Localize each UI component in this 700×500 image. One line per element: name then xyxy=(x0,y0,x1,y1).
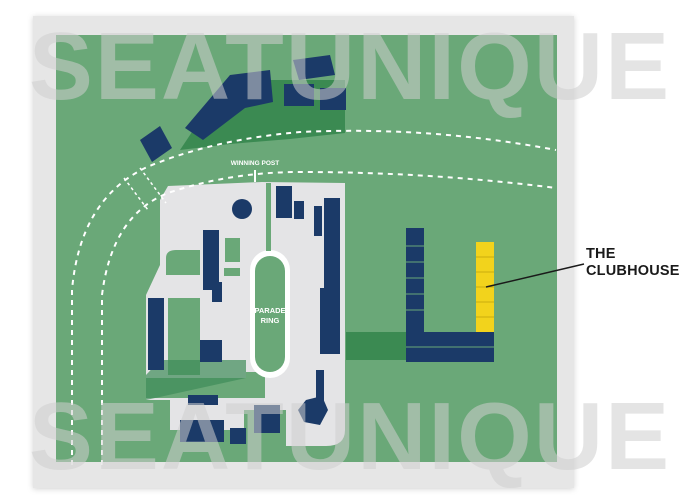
octagon-building xyxy=(298,396,328,425)
dark-lawn-south xyxy=(146,360,246,400)
round-building-north xyxy=(232,199,252,219)
north-building-2 xyxy=(185,70,273,140)
stand-2 xyxy=(294,201,304,219)
east-stand xyxy=(406,228,494,362)
small-block xyxy=(200,340,222,362)
north-building-3 xyxy=(284,84,314,106)
west-building xyxy=(148,298,164,370)
south-building-3 xyxy=(254,405,280,433)
track-inner-rail xyxy=(101,170,557,465)
lawn-connector xyxy=(346,332,408,360)
north-buildings xyxy=(140,55,346,162)
south-building-2 xyxy=(230,428,246,444)
north-building-5 xyxy=(320,88,346,110)
path-1 xyxy=(222,290,248,294)
parade-ring xyxy=(255,256,285,372)
stand-3 xyxy=(314,206,322,236)
grandstand-south xyxy=(320,288,340,354)
track-crossing-1 xyxy=(123,177,149,211)
callout-leader-line xyxy=(485,263,585,288)
north-building-4 xyxy=(293,55,335,80)
callout-line-1: THE xyxy=(586,246,616,262)
callout-line-2: CLUBHOUSE xyxy=(586,263,680,279)
east-stand-divisions xyxy=(406,245,494,348)
inner-lawn-small xyxy=(225,238,240,262)
grandstand-north xyxy=(324,198,340,288)
winning-post-label: WINNING POST xyxy=(231,160,279,167)
east-stand-column xyxy=(406,228,424,332)
track-crossing-2 xyxy=(139,167,167,204)
parade-ring-label-2: RING xyxy=(261,316,280,325)
north-building-1 xyxy=(140,126,172,162)
south-building-4 xyxy=(188,395,218,405)
inner-lawn-small-2 xyxy=(224,268,240,276)
west-stand-annex xyxy=(212,282,222,302)
inner-lawn-west xyxy=(168,298,200,375)
south-building-1 xyxy=(180,420,224,442)
clubhouse-divisions xyxy=(476,256,494,318)
south-wing xyxy=(316,370,324,402)
inner-lawn-north xyxy=(166,250,200,275)
stand-1 xyxy=(276,186,292,218)
clubhouse-callout: THE CLUBHOUSE xyxy=(586,246,680,280)
parade-ring-label: PARADE xyxy=(254,306,285,315)
horse-walkway xyxy=(266,183,271,251)
west-stand xyxy=(203,230,219,290)
enclosure-buildings xyxy=(148,186,340,444)
track-outer-rail xyxy=(71,129,557,465)
